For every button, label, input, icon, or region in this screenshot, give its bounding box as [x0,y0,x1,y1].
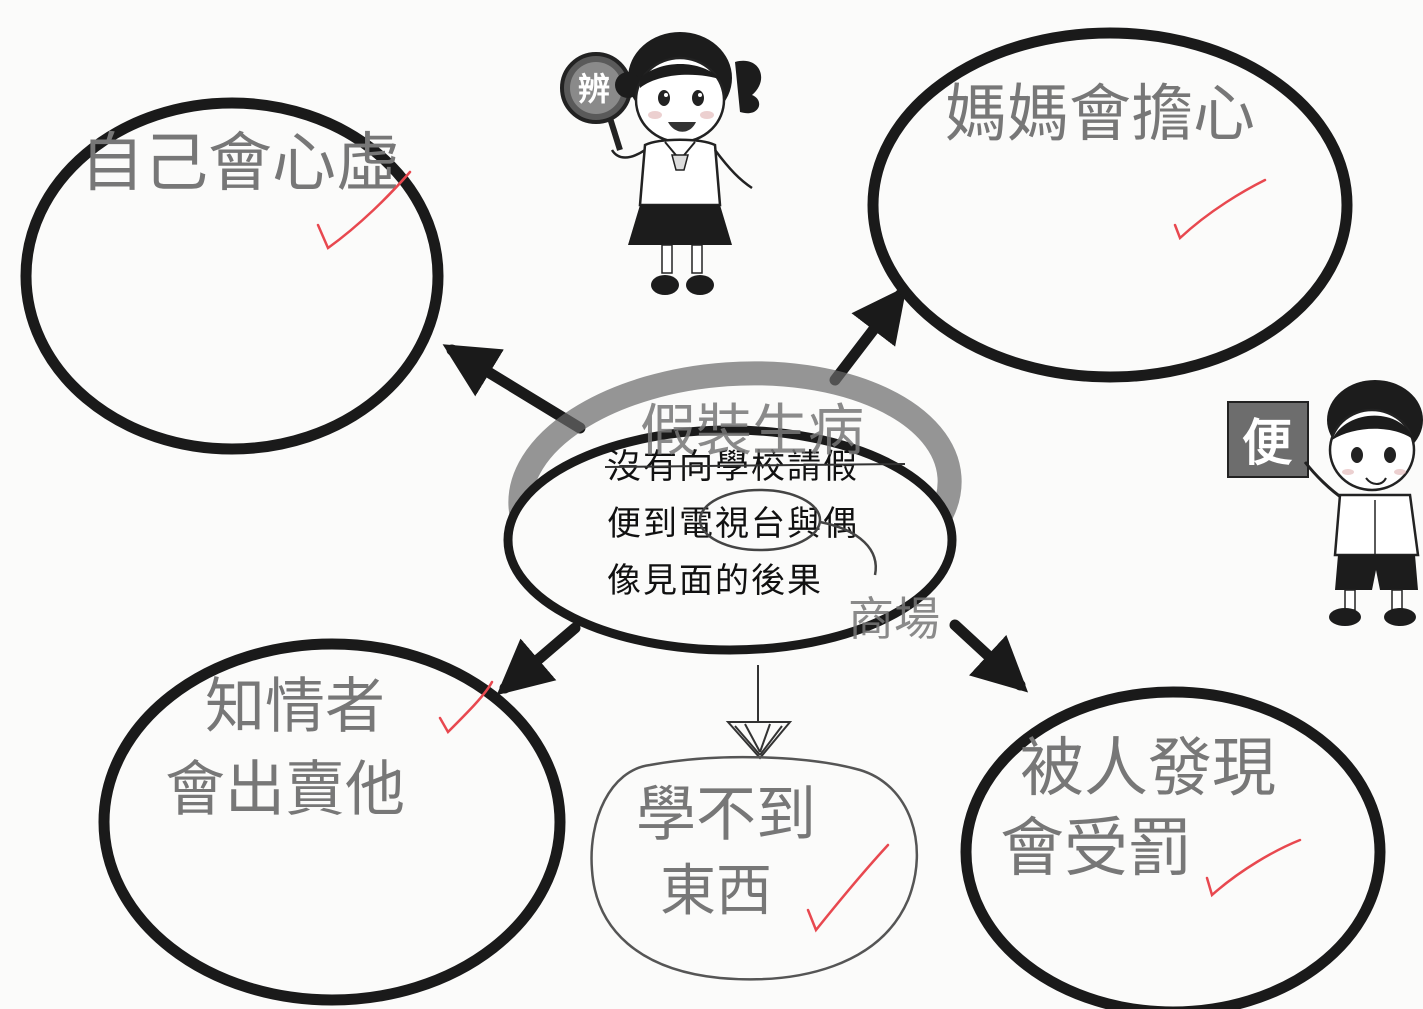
arrow-bottom-left [496,622,581,696]
center-text: 沒有向學校請假 便到電視台與偶 像見面的後果 [607,447,859,601]
boy-character-illustration: 便 [1227,380,1423,626]
bubble-bottom-right-text-2: 會受罰 [1000,812,1192,886]
girl-character-illustration: 辨 [560,32,762,295]
bubble-top-right [867,27,1353,383]
bubble-bottom-right-text-1: 被人發現 [1020,732,1276,806]
bubble-bottom-left-text-2: 會出賣他 [165,755,405,825]
check-icon [1173,178,1267,241]
check-icon [1205,838,1302,898]
arrow-top-left [442,344,586,434]
bubble-bottom-middle-text-2: 東西 [660,859,772,924]
arrow-bottom-right [949,619,1029,693]
center-ellipse [503,425,957,655]
bubble-bottom-right [960,686,1386,1009]
boy-sign [1227,401,1309,478]
bubble-bottom-left-text-1: 知情者 [205,672,385,742]
bubble-top-right-text-1: 媽媽會擔心 [945,77,1255,150]
hand-arrow-down [725,665,793,760]
arrows [442,286,1029,696]
bubble-bottom-middle [590,755,919,981]
boy-sign-text: 便 [1242,414,1293,472]
checkmarks [316,170,1302,933]
girl-sign-text: 辨 [578,70,610,108]
bubble-top-left [20,97,444,455]
center-line-2: 便到電視台與偶 [607,504,859,544]
arrow-top-right [829,286,907,386]
center-line-3: 像見面的後果 [607,561,823,601]
hand-below-center: 商場 [848,592,940,646]
circle-mark [698,488,822,552]
bubble-top-left-text-1: 自己會心虛 [80,127,400,201]
strike-line [604,463,906,468]
check-icon [316,170,412,250]
hand-above-center: 假裝生病 [640,399,864,464]
check-icon [806,843,890,933]
bubble-bottom-left [98,638,566,1006]
bubble-bottom-middle-text-1: 學不到 [636,780,816,850]
circle-tail [819,520,877,576]
check-icon [438,680,494,735]
